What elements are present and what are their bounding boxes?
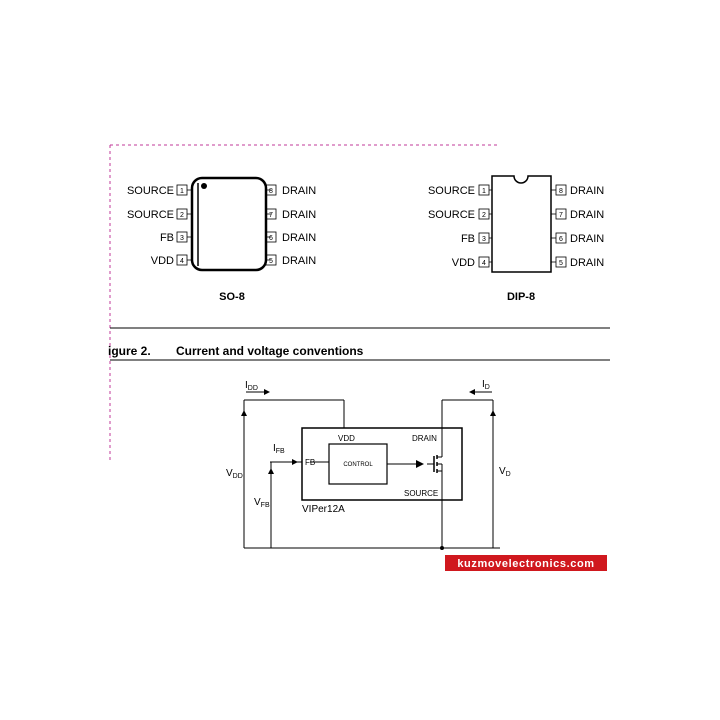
so8-pin-label-6: DRAIN <box>282 232 316 244</box>
so8-pin-box-8 <box>265 184 277 196</box>
so8-package: 1 2 3 4 SOURCE SOURCE FB VDD 8 7 6 5 DRA… <box>127 176 316 303</box>
control-label: CONTROL <box>343 462 373 468</box>
source-pin-label: SOURCE <box>404 489 438 498</box>
vd-arrow-icon <box>490 410 496 416</box>
vfb-voltage-label: VFB <box>254 497 270 509</box>
dip8-pin-box-8 <box>555 184 567 196</box>
so8-pin-label-3: FB <box>160 232 174 244</box>
so8-pin-num-2: 2 <box>180 212 184 219</box>
device-name-label: VIPer12A <box>302 504 345 515</box>
so8-pin-num-6: 6 <box>269 235 273 242</box>
ifb-arrow-icon <box>292 459 298 465</box>
so8-pin1-dot-icon <box>201 183 207 189</box>
dip8-package: 1 2 3 4 SOURCE SOURCE FB VDD 8 7 6 5 DRA… <box>428 175 604 303</box>
dip8-pin-num-7: 7 <box>559 212 563 219</box>
so8-pin-label-4: VDD <box>151 255 174 267</box>
dip8-pin-label-3: FB <box>461 233 475 245</box>
dip8-pin-box-6 <box>555 232 567 244</box>
vfb-arrow-icon <box>268 468 274 474</box>
so8-pin-label-2: SOURCE <box>127 209 174 221</box>
vd-voltage-label: VD <box>499 466 511 478</box>
so8-pin-label-1: SOURCE <box>127 185 174 197</box>
figure-number: igure 2. <box>108 344 151 358</box>
dip8-pin-num-3: 3 <box>482 236 486 243</box>
so8-pin-num-3: 3 <box>180 235 184 242</box>
vdd-pin-label: VDD <box>338 434 355 443</box>
circuit-diagram: IDD ID IFB VDD VFB VD VDD DRAIN FB CONTR… <box>226 379 511 550</box>
dip8-pin-label-1: SOURCE <box>428 185 475 197</box>
junction-dot-icon <box>440 546 444 550</box>
dip8-body <box>491 175 552 273</box>
fb-pin-label: FB <box>305 458 315 467</box>
dip8-pin-label-5: DRAIN <box>570 257 604 269</box>
so8-pin-num-4: 4 <box>180 258 184 265</box>
drain-pin-label: DRAIN <box>412 434 437 443</box>
so8-pin-num-8: 8 <box>269 188 273 195</box>
dip8-pin-num-2: 2 <box>482 212 486 219</box>
so8-pin-num-5: 5 <box>269 258 273 265</box>
dip8-pin-label-8: DRAIN <box>570 185 604 197</box>
so8-pin-label-8: DRAIN <box>282 185 316 197</box>
so8-body <box>190 176 268 272</box>
vdd-arrow-icon <box>241 410 247 416</box>
so8-package-name: SO-8 <box>219 291 245 303</box>
dip8-pin-num-4: 4 <box>482 260 486 267</box>
gate-drive-arrow-icon <box>416 460 424 468</box>
dip8-pin-num-6: 6 <box>559 236 563 243</box>
dip8-pin-box-7 <box>555 208 567 220</box>
dip8-pin-label-4: VDD <box>452 257 475 269</box>
id-label: ID <box>482 379 490 391</box>
dip8-pin-label-7: DRAIN <box>570 209 604 221</box>
dip8-pin-label-2: SOURCE <box>428 209 475 221</box>
dip8-pin-num-1: 1 <box>482 188 486 195</box>
mosfet-icon <box>427 428 443 548</box>
watermark-background <box>445 555 607 571</box>
watermark-badge: kuzmovelectronics.com <box>445 555 607 571</box>
dip8-package-name: DIP-8 <box>507 291 535 303</box>
so8-pin-box-7 <box>265 208 277 220</box>
so8-pin-label-5: DRAIN <box>282 255 316 267</box>
dip8-pin-num-8: 8 <box>559 188 563 195</box>
dip8-pin-box-5 <box>555 256 567 268</box>
so8-pin-box-5 <box>265 254 277 266</box>
figure-title: Current and voltage conventions <box>176 344 364 358</box>
ifb-label: IFB <box>273 443 285 455</box>
vdd-voltage-label: VDD <box>226 468 243 480</box>
so8-pin-box-6 <box>265 231 277 243</box>
so8-pin-num-1: 1 <box>180 188 184 195</box>
watermark-text: kuzmovelectronics.com <box>457 558 594 570</box>
dip8-pin-num-5: 5 <box>559 260 563 267</box>
so8-pin-label-7: DRAIN <box>282 209 316 221</box>
dip8-pin-label-6: DRAIN <box>570 233 604 245</box>
idd-label: IDD <box>245 380 258 392</box>
so8-pin-num-7: 7 <box>269 212 273 219</box>
device-box <box>301 427 463 501</box>
